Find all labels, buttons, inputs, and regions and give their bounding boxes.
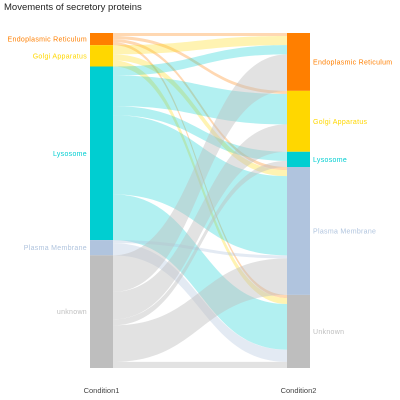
axis-label-condition2: Condition2 xyxy=(281,386,317,395)
flow-plasma-membrane-to-plasma-membrane xyxy=(113,240,287,259)
node-condition1-endoplasmic-reticulum xyxy=(90,33,113,46)
flows xyxy=(113,33,287,368)
flow-golgi-apparatus-to-endoplasmic-reticulum xyxy=(113,36,287,55)
flow-lysosome-to-golgi-apparatus xyxy=(113,75,287,125)
flow-lysosome-to-plasma-membrane xyxy=(113,115,287,256)
axis-label-condition1: Condition1 xyxy=(84,386,120,395)
flow-unknown-to-golgi-apparatus xyxy=(113,124,287,320)
flow-endoplasmic-reticulum-to-endoplasmic-reticulum xyxy=(113,33,287,37)
label-condition2-unknown: Unknown xyxy=(313,329,344,336)
flow-lysosome-to-lysosome xyxy=(113,106,287,161)
node-condition2-endoplasmic-reticulum xyxy=(287,33,310,91)
flow-golgi-apparatus-to-unknown xyxy=(113,60,287,305)
flow-unknown-to-unknown xyxy=(113,361,287,368)
flow-golgi-apparatus-to-plasma-membrane xyxy=(113,54,287,177)
label-condition2-plasma-membrane: Plasma Membrane xyxy=(313,228,376,235)
node-condition1-lysosome xyxy=(90,66,113,241)
flow-unknown-to-endoplasmic-reticulum xyxy=(113,54,287,292)
label-condition1-endoplasmic-reticulum: Endoplasmic Reticulum xyxy=(8,37,87,44)
flow-unknown-to-lysosome xyxy=(113,160,287,326)
label-condition1-lysosome: Lysosome xyxy=(53,151,87,158)
flow-lysosome-to-endoplasmic-reticulum xyxy=(113,45,287,76)
node-condition2-golgi-apparatus xyxy=(287,90,310,152)
node-condition2-unknown xyxy=(287,294,310,368)
flow-unknown-to-plasma-membrane xyxy=(113,258,287,362)
node-condition1-plasma-membrane xyxy=(90,240,113,256)
node-condition1-unknown xyxy=(90,255,113,368)
label-condition2-lysosome: Lysosome xyxy=(313,157,347,164)
flow-lysosome-to-unknown xyxy=(113,194,287,350)
label-condition2-endoplasmic-reticulum: Endoplasmic Reticulum xyxy=(313,59,392,66)
flow-endoplasmic-reticulum-to-plasma-membrane xyxy=(113,39,287,171)
label-condition1-unknown: unknown xyxy=(57,309,87,316)
label-condition2-golgi-apparatus: Golgi Apparatus xyxy=(313,119,368,126)
node-condition2-plasma-membrane xyxy=(287,167,310,295)
nodes xyxy=(90,33,310,368)
flow-endoplasmic-reticulum-to-golgi-apparatus xyxy=(113,36,287,94)
label-condition1-plasma-membrane: Plasma Membrane xyxy=(24,245,87,252)
flow-plasma-membrane-to-unknown xyxy=(113,243,287,362)
flow-endoplasmic-reticulum-to-unknown xyxy=(113,42,287,298)
label-condition1-golgi-apparatus: Golgi Apparatus xyxy=(33,53,88,60)
node-condition1-golgi-apparatus xyxy=(90,45,113,67)
node-condition2-lysosome xyxy=(287,151,310,167)
chart-title: Movements of secretory proteins xyxy=(4,2,142,13)
